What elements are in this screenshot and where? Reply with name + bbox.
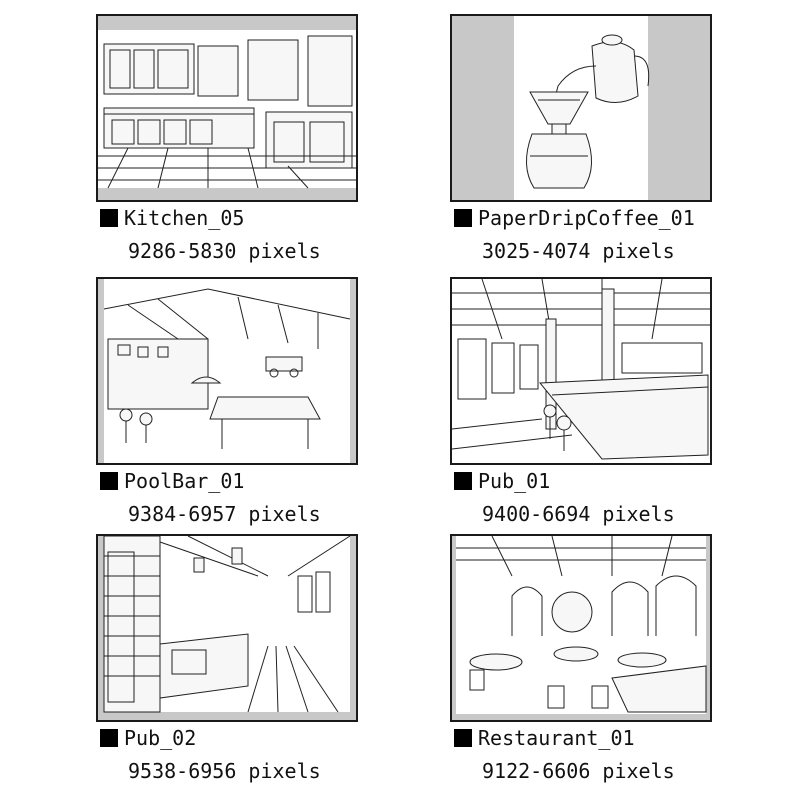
bullet-square-icon [454,729,472,747]
asset-size: 9538-6956 pixels [128,759,321,783]
asset-name-row: Kitchen_05 [100,206,244,230]
asset-name-row: Pub_01 [454,469,550,493]
asset-name: Kitchen_05 [124,206,245,230]
pub-illustration [452,279,710,463]
asset-name: Pub_01 [478,469,551,493]
thumbnail-restaurant-01[interactable] [450,534,712,722]
pool-bar-illustration [103,279,351,463]
asset-name-row: Pub_02 [100,726,196,750]
bullet-square-icon [454,209,472,227]
thumbnail-kitchen-05[interactable] [96,14,358,202]
restaurant-illustration [456,536,707,714]
asset-name-row: PaperDripCoffee_01 [454,206,695,230]
pub-corridor-illustration [103,536,351,713]
asset-name: Restaurant_01 [478,726,635,750]
asset-size: 9122-6606 pixels [482,759,675,783]
bullet-square-icon [100,729,118,747]
asset-size: 9384-6957 pixels [128,502,321,526]
asset-name-row: Restaurant_01 [454,726,635,750]
asset-size: 3025-4074 pixels [482,239,675,263]
thumbnail-pub-02[interactable] [96,534,358,722]
bullet-square-icon [100,209,118,227]
asset-name: Pub_02 [124,726,197,750]
bullet-square-icon [454,472,472,490]
asset-name-row: PoolBar_01 [100,469,244,493]
asset-name: PaperDripCoffee_01 [478,206,695,230]
asset-name: PoolBar_01 [124,469,245,493]
kitchen-illustration [98,30,356,189]
asset-size: 9286-5830 pixels [128,239,321,263]
bullet-square-icon [100,472,118,490]
thumbnail-pool-bar-01[interactable] [96,277,358,465]
coffee-drip-illustration [514,16,650,200]
thumbnail-pub-01[interactable] [450,277,712,465]
thumbnail-paper-drip-coffee-01[interactable] [450,14,712,202]
asset-size: 9400-6694 pixels [482,502,675,526]
